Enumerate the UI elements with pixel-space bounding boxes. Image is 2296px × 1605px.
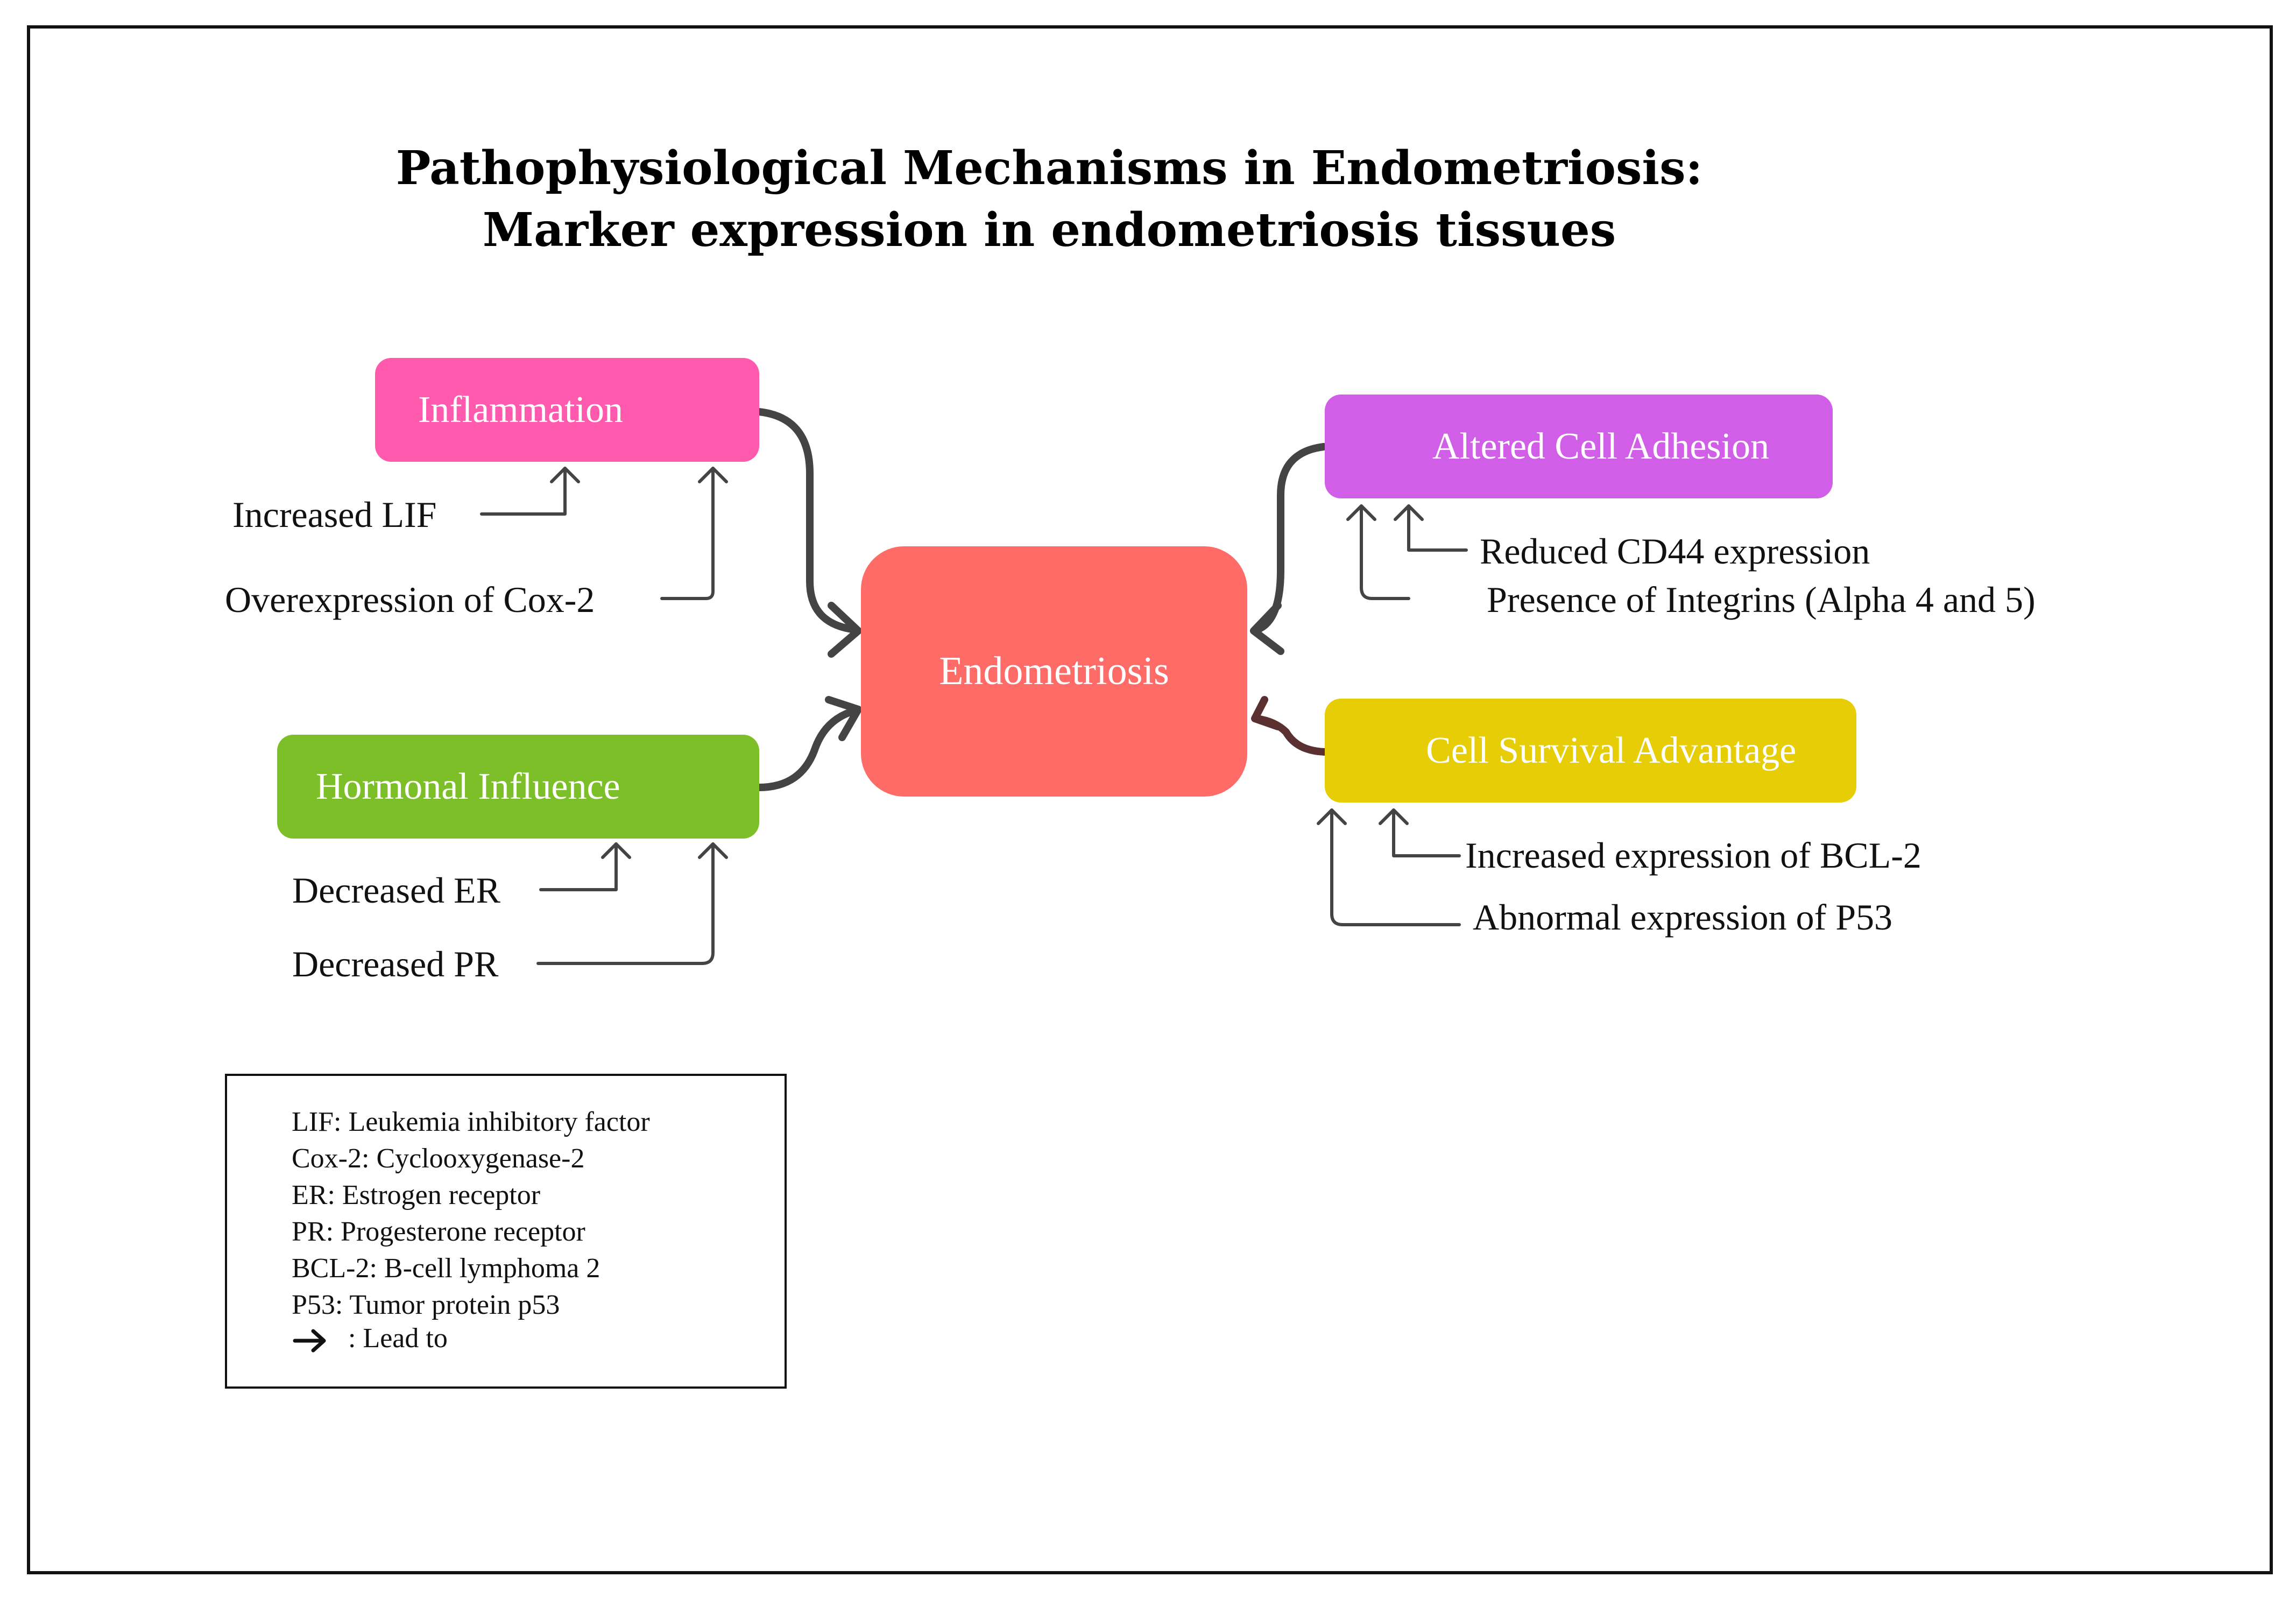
legend-entry-er: ER: Estrogen receptor [292,1180,541,1210]
node-inflammation: Inflammation [375,358,759,462]
marker-decreased-pr: Decreased PR [292,944,499,984]
node-cell-survival-advantage: Cell Survival Advantage [1325,699,1856,802]
marker-increased-bcl2: Increased expression of BCL-2 [1465,835,1921,876]
marker-abnormal-p53: Abnormal expression of P53 [1473,897,1893,938]
right-arrow-icon [293,1329,326,1353]
marker-increased-lif: Increased LIF [232,494,437,535]
arrow-hormonal-to-center [755,696,862,791]
legend-entry-lif: LIF: Leukemia inhibitory factor [292,1107,650,1137]
marker-decreased-er: Decreased ER [292,870,501,911]
diagram-title-line-1: Pathophysiological Mechanisms in Endomet… [395,141,1703,195]
figure-frame [27,25,2273,1574]
node-hormonal-influence: Hormonal Influence [277,735,759,839]
legend-entry-arrow: : Lead to [292,1325,448,1355]
legend-arrow-label: : Lead to [348,1323,448,1354]
legend-entry-bcl2: BCL-2: B-cell lymphoma 2 [292,1253,601,1284]
arrow-inflammation-to-center [755,408,862,658]
legend-box: LIF: Leukemia inhibitory factor Cox-2: C… [225,1074,787,1389]
elbow-arrows [480,467,1468,965]
legend-entry-p53: P53: Tumor protein p53 [292,1290,560,1320]
marker-reduced-cd44: Reduced CD44 expression [1480,531,1870,572]
diagram-title-line-2: Marker expression in endometriosis tissu… [482,203,1616,257]
node-endometriosis: Endometriosis [861,546,1247,797]
legend-entry-cox2: Cox-2: Cyclooxygenase-2 [292,1143,585,1174]
node-inflammation-label: Inflammation [418,389,624,431]
arrow-adhesion-to-center [1250,443,1327,655]
node-altered-cell-adhesion: Altered Cell Adhesion [1325,395,1833,498]
legend-entry-pr: PR: Progesterone receptor [292,1216,585,1247]
node-cell-survival-advantage-label: Cell Survival Advantage [1426,729,1797,771]
node-endometriosis-label: Endometriosis [939,649,1169,693]
arrow-survival-to-center [1251,696,1329,756]
marker-presence-integrins: Presence of Integrins (Alpha 4 and 5) [1487,579,2036,620]
marker-overexpression-cox2: Overexpression of Cox-2 [225,579,595,620]
node-hormonal-influence-label: Hormonal Influence [316,765,620,807]
node-altered-cell-adhesion-label: Altered Cell Adhesion [1432,425,1770,467]
